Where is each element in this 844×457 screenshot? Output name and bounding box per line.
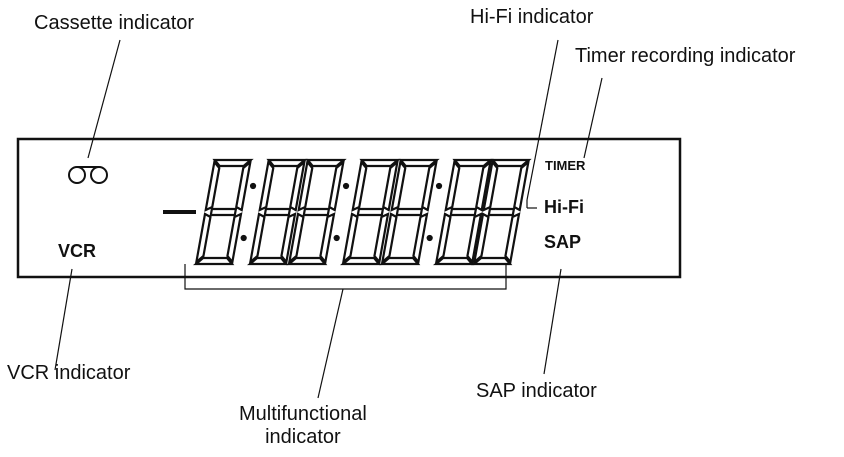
digit-6-seg-d bbox=[471, 256, 513, 266]
digit-6-seg-c bbox=[504, 212, 521, 265]
multi-leader bbox=[317, 288, 344, 399]
sap-leader bbox=[543, 268, 562, 375]
digit-1-seg-d bbox=[247, 256, 289, 266]
digit-6-seg-b bbox=[513, 159, 530, 212]
digit-3-seg-c bbox=[373, 212, 390, 265]
digit-3-seg-a bbox=[359, 158, 401, 168]
digit-3-seg-d bbox=[340, 256, 382, 266]
segment-digits bbox=[193, 158, 532, 266]
digit-2-seg-g bbox=[302, 207, 331, 217]
digit-5-seg-a bbox=[452, 158, 494, 168]
digit-4-seg-e bbox=[380, 212, 398, 265]
digit-5-seg-b bbox=[475, 159, 492, 212]
digit-1-seg-a bbox=[266, 158, 308, 168]
hifi-indicator-label: Hi-Fi indicator bbox=[470, 6, 594, 28]
colon-dot-3a bbox=[435, 182, 443, 190]
colon-dot-1b bbox=[240, 234, 247, 242]
digit-1-seg-b bbox=[289, 159, 306, 212]
colon-dot-2a bbox=[342, 182, 350, 190]
digit-4-seg-b bbox=[421, 159, 438, 212]
digit-0-seg-b bbox=[235, 159, 252, 212]
digit-3-seg-g bbox=[356, 207, 385, 217]
digit-0-seg-d bbox=[193, 256, 235, 266]
digit-1-seg-f bbox=[258, 159, 275, 212]
lcd-panel-frame bbox=[16, 137, 682, 279]
timer-indicator-label: Timer recording indicator bbox=[575, 45, 796, 67]
digit-4-seg-c bbox=[412, 212, 429, 265]
hifi-leader bbox=[526, 39, 559, 201]
timer-leader bbox=[583, 77, 603, 159]
digit-0-seg-e bbox=[194, 212, 212, 265]
digit-3-seg-f bbox=[351, 159, 368, 212]
multi-label-line2: indicator bbox=[265, 426, 341, 448]
digit-1-seg-g bbox=[263, 207, 292, 217]
sap-segment: SAP bbox=[544, 232, 582, 252]
multi-label-line1: Multifunctional bbox=[239, 403, 367, 425]
cassette-indicator-label: Cassette indicator bbox=[34, 12, 195, 34]
digit-5-seg-d bbox=[433, 256, 475, 266]
digit-6-seg-g bbox=[487, 207, 516, 217]
digit-0-seg-a bbox=[212, 158, 254, 168]
timer-segment: TIMER bbox=[545, 158, 586, 173]
digit-3-seg-e bbox=[341, 212, 359, 265]
digit-4-seg-a bbox=[398, 158, 440, 168]
digit-2-seg-e bbox=[287, 212, 305, 265]
digit-1-seg-c bbox=[280, 212, 297, 265]
digit-5-seg-g bbox=[449, 207, 478, 217]
digit-4-seg-d bbox=[379, 256, 421, 266]
digit-4-seg-g bbox=[395, 207, 424, 217]
vcr-leader bbox=[54, 268, 73, 371]
digit-5-seg-e bbox=[434, 212, 452, 265]
multi-bracket bbox=[184, 264, 507, 290]
digit-6-seg-e bbox=[472, 212, 490, 265]
digit-0-seg-f bbox=[204, 159, 221, 212]
digit-2-seg-c bbox=[319, 212, 336, 265]
cassette-icon bbox=[68, 166, 108, 184]
multifunctional-indicator-label: Multifunctional indicator bbox=[239, 403, 367, 449]
digit-3-seg-b bbox=[382, 159, 399, 212]
vcr-indicator-label: VCR indicator bbox=[7, 362, 131, 384]
colon-dot-1a bbox=[249, 182, 257, 190]
hifi-segment: Hi-Fi bbox=[544, 197, 584, 217]
digit-5-seg-f bbox=[444, 159, 461, 212]
digit-2-seg-f bbox=[297, 159, 314, 212]
digit-0-seg-g bbox=[209, 207, 238, 217]
digit-2-seg-b bbox=[328, 159, 345, 212]
digit-2-seg-d bbox=[286, 256, 328, 266]
digit-4-seg-f bbox=[390, 159, 407, 212]
digit-2-seg-a bbox=[305, 158, 347, 168]
digit-6-seg-f bbox=[482, 159, 499, 212]
colon-dot-3b bbox=[426, 234, 433, 242]
vcr-segment: VCR bbox=[58, 241, 97, 261]
cassette-leader bbox=[87, 39, 121, 159]
digit-6-seg-a bbox=[490, 158, 532, 168]
digit-0-seg-c bbox=[226, 212, 243, 265]
colon-dot-2b bbox=[333, 234, 340, 242]
sap-indicator-label: SAP indicator bbox=[476, 380, 597, 402]
digit-1-seg-e bbox=[248, 212, 266, 265]
digit-5-seg-c bbox=[466, 212, 483, 265]
